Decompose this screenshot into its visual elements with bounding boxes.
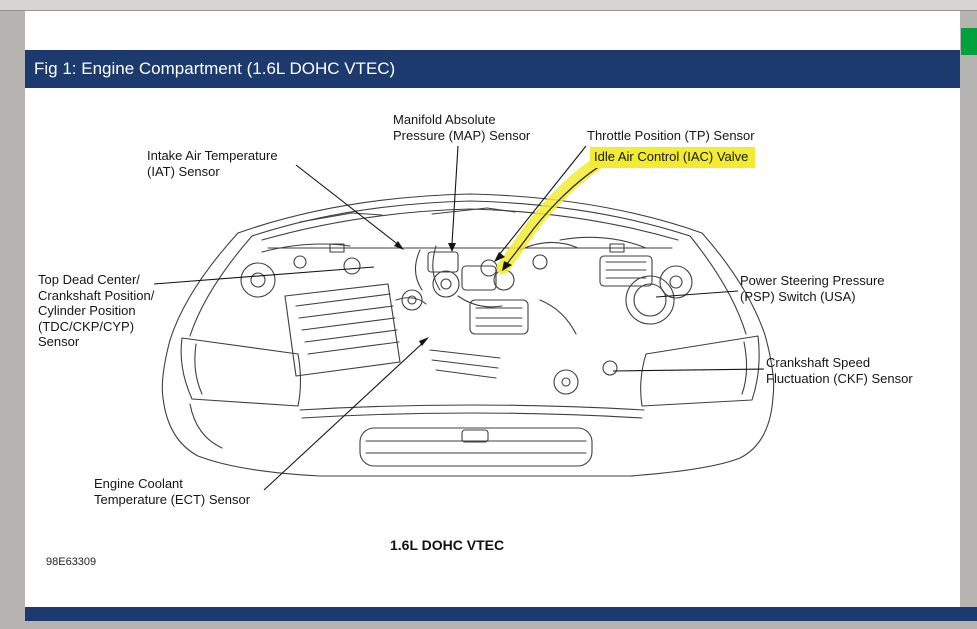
leader-arrowheads — [394, 241, 512, 346]
leader-lines — [153, 145, 765, 491]
diagram-caption: 1.6L DOHC VTEC — [390, 537, 505, 553]
window-bottom-bar — [25, 607, 977, 621]
label-iac-valve-highlighted: Idle Air Control (IAC) Valve — [590, 147, 756, 168]
label-iat-sensor: Intake Air Temperature (IAT) Sensor — [147, 148, 278, 179]
label-psp-switch: Power Steering Pressure (PSP) Switch (US… — [740, 273, 885, 304]
label-tdc-ckp-cyp-sensor: Top Dead Center/ Crankshaft Position/ Cy… — [38, 272, 155, 349]
label-ckf-sensor: Crankshaft Speed Fluctuation (CKF) Senso… — [766, 355, 913, 386]
figure-reference-code: 98E63309 — [46, 556, 97, 568]
window-top-strip — [0, 0, 977, 11]
label-map-sensor: Manifold Absolute Pressure (MAP) Sensor — [393, 112, 531, 143]
label-tp-sensor: Throttle Position (TP) Sensor — [587, 128, 755, 143]
green-corner-tab — [961, 28, 977, 55]
figure-title: Fig 1: Engine Compartment (1.6L DOHC VTE… — [34, 59, 396, 78]
figure-title-bar: Fig 1: Engine Compartment (1.6L DOHC VTE… — [25, 50, 960, 88]
iac-highlight-stroke — [496, 156, 605, 275]
engine-line-art — [161, 193, 775, 477]
label-ect-sensor: Engine Coolant Temperature (ECT) Sensor — [94, 476, 251, 507]
